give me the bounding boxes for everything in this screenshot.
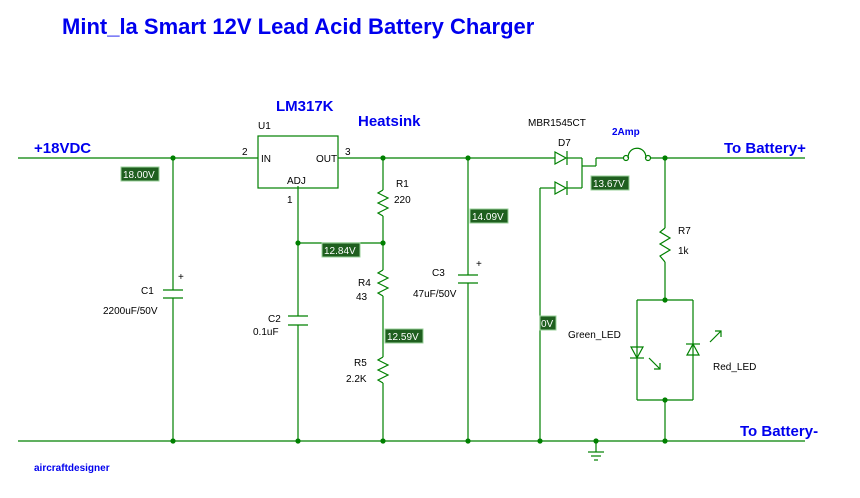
regulator-ref-label: U1 — [258, 121, 271, 132]
voltage-probe-18v: 18.00V — [120, 166, 160, 182]
junction-dot — [170, 438, 176, 444]
junction-dot — [593, 438, 599, 444]
junction-dot — [465, 155, 471, 161]
junction-dot — [170, 155, 176, 161]
junction-dot — [380, 438, 386, 444]
capacitor-c3: + C3 47uF/50V — [413, 259, 482, 300]
red-led: Red_LED — [685, 330, 756, 373]
d7-ref-label: D7 — [558, 138, 571, 149]
diode-d7: MBR1545CT D7 — [528, 118, 586, 196]
battery-negative-label: To Battery- — [740, 423, 818, 440]
resistor-r4: R4 43 — [356, 269, 390, 303]
regulator-u1: LM317K U1 Heatsink 2 IN OUT 3 ADJ 1 — [242, 98, 421, 206]
capacitor-c2: C2 0.1uF — [253, 314, 308, 338]
junction-dot — [295, 240, 301, 246]
regulator-part-label: LM317K — [276, 98, 334, 115]
junction-dot — [295, 438, 301, 444]
r4-ref-label: R4 — [358, 278, 371, 289]
r5-ref-label: R5 — [354, 358, 367, 369]
junction-dot — [662, 155, 668, 161]
ground-symbol — [588, 451, 604, 461]
junction-dot — [537, 438, 543, 444]
d7-part-label: MBR1545CT — [528, 118, 586, 129]
c1-polarity-mark: + — [178, 272, 184, 283]
wires — [18, 157, 805, 452]
regulator-pin-out-number: 3 — [345, 147, 351, 158]
voltage-probe-12-84v: 12.84V — [321, 242, 361, 258]
voltage-probe-12-59v: 12.59V — [384, 328, 424, 344]
voltage-probe-13-67v: 13.67V — [590, 175, 630, 191]
junction-dot — [662, 297, 668, 303]
diode-d7-upper — [554, 150, 568, 166]
junction-dot — [380, 240, 386, 246]
diode-d7-lower — [554, 180, 568, 196]
junction-dot — [662, 397, 668, 403]
regulator-pin-adj-label: ADJ — [287, 176, 306, 187]
r1-value-label: 220 — [394, 195, 411, 206]
resistor-r7: R7 1k — [658, 226, 691, 263]
r5-value-label: 2.2K — [346, 374, 367, 385]
voltage-probe-14-09v: 14.09V — [469, 208, 509, 224]
probe-value: 12.84V — [324, 246, 356, 257]
voltage-probe-0v: 0V — [539, 315, 557, 331]
c3-value-label: 47uF/50V — [413, 289, 457, 300]
c3-polarity-mark: + — [476, 259, 482, 270]
regulator-pin-out-label: OUT — [316, 154, 337, 165]
probe-value: 13.67V — [593, 179, 625, 190]
regulator-pin-adj-number: 1 — [287, 195, 293, 206]
c2-value-label: 0.1uF — [253, 327, 279, 338]
r7-ref-label: R7 — [678, 226, 691, 237]
r7-value-label: 1k — [678, 246, 690, 257]
probe-value: 18.00V — [123, 170, 155, 181]
red-led-label: Red_LED — [713, 362, 756, 373]
r4-value-label: 43 — [356, 292, 368, 303]
resistor-r5: R5 2.2K — [346, 356, 390, 385]
probe-value: 14.09V — [472, 212, 504, 223]
capacitor-c1: + C1 2200uF/50V — [103, 272, 184, 317]
heatsink-label: Heatsink — [358, 113, 421, 130]
c1-value-label: 2200uF/50V — [103, 306, 158, 317]
probe-value: 0V — [541, 319, 554, 330]
resistor-r1: R1 220 — [376, 179, 411, 217]
battery-positive-label: To Battery+ — [724, 140, 806, 157]
regulator-pin-in-number: 2 — [242, 147, 248, 158]
fuse: 2Amp — [612, 127, 652, 162]
c1-ref-label: C1 — [141, 286, 154, 297]
fuse-value-label: 2Amp — [612, 127, 640, 138]
green-led: Green_LED — [568, 330, 661, 370]
junction-dot — [465, 438, 471, 444]
author-label: aircraftdesigner — [34, 463, 110, 474]
junction-dots — [170, 155, 668, 444]
diagram-title: Mint_la Smart 12V Lead Acid Battery Char… — [62, 14, 535, 39]
c3-ref-label: C3 — [432, 268, 445, 279]
input-terminal-label: +18VDC — [34, 140, 91, 157]
regulator-body — [257, 135, 339, 189]
probe-value: 12.59V — [387, 332, 419, 343]
regulator-pin-in-label: IN — [261, 154, 271, 165]
junction-dot — [662, 438, 668, 444]
r1-ref-label: R1 — [396, 179, 409, 190]
c2-ref-label: C2 — [268, 314, 281, 325]
green-led-label: Green_LED — [568, 330, 621, 341]
junction-dot — [380, 155, 386, 161]
